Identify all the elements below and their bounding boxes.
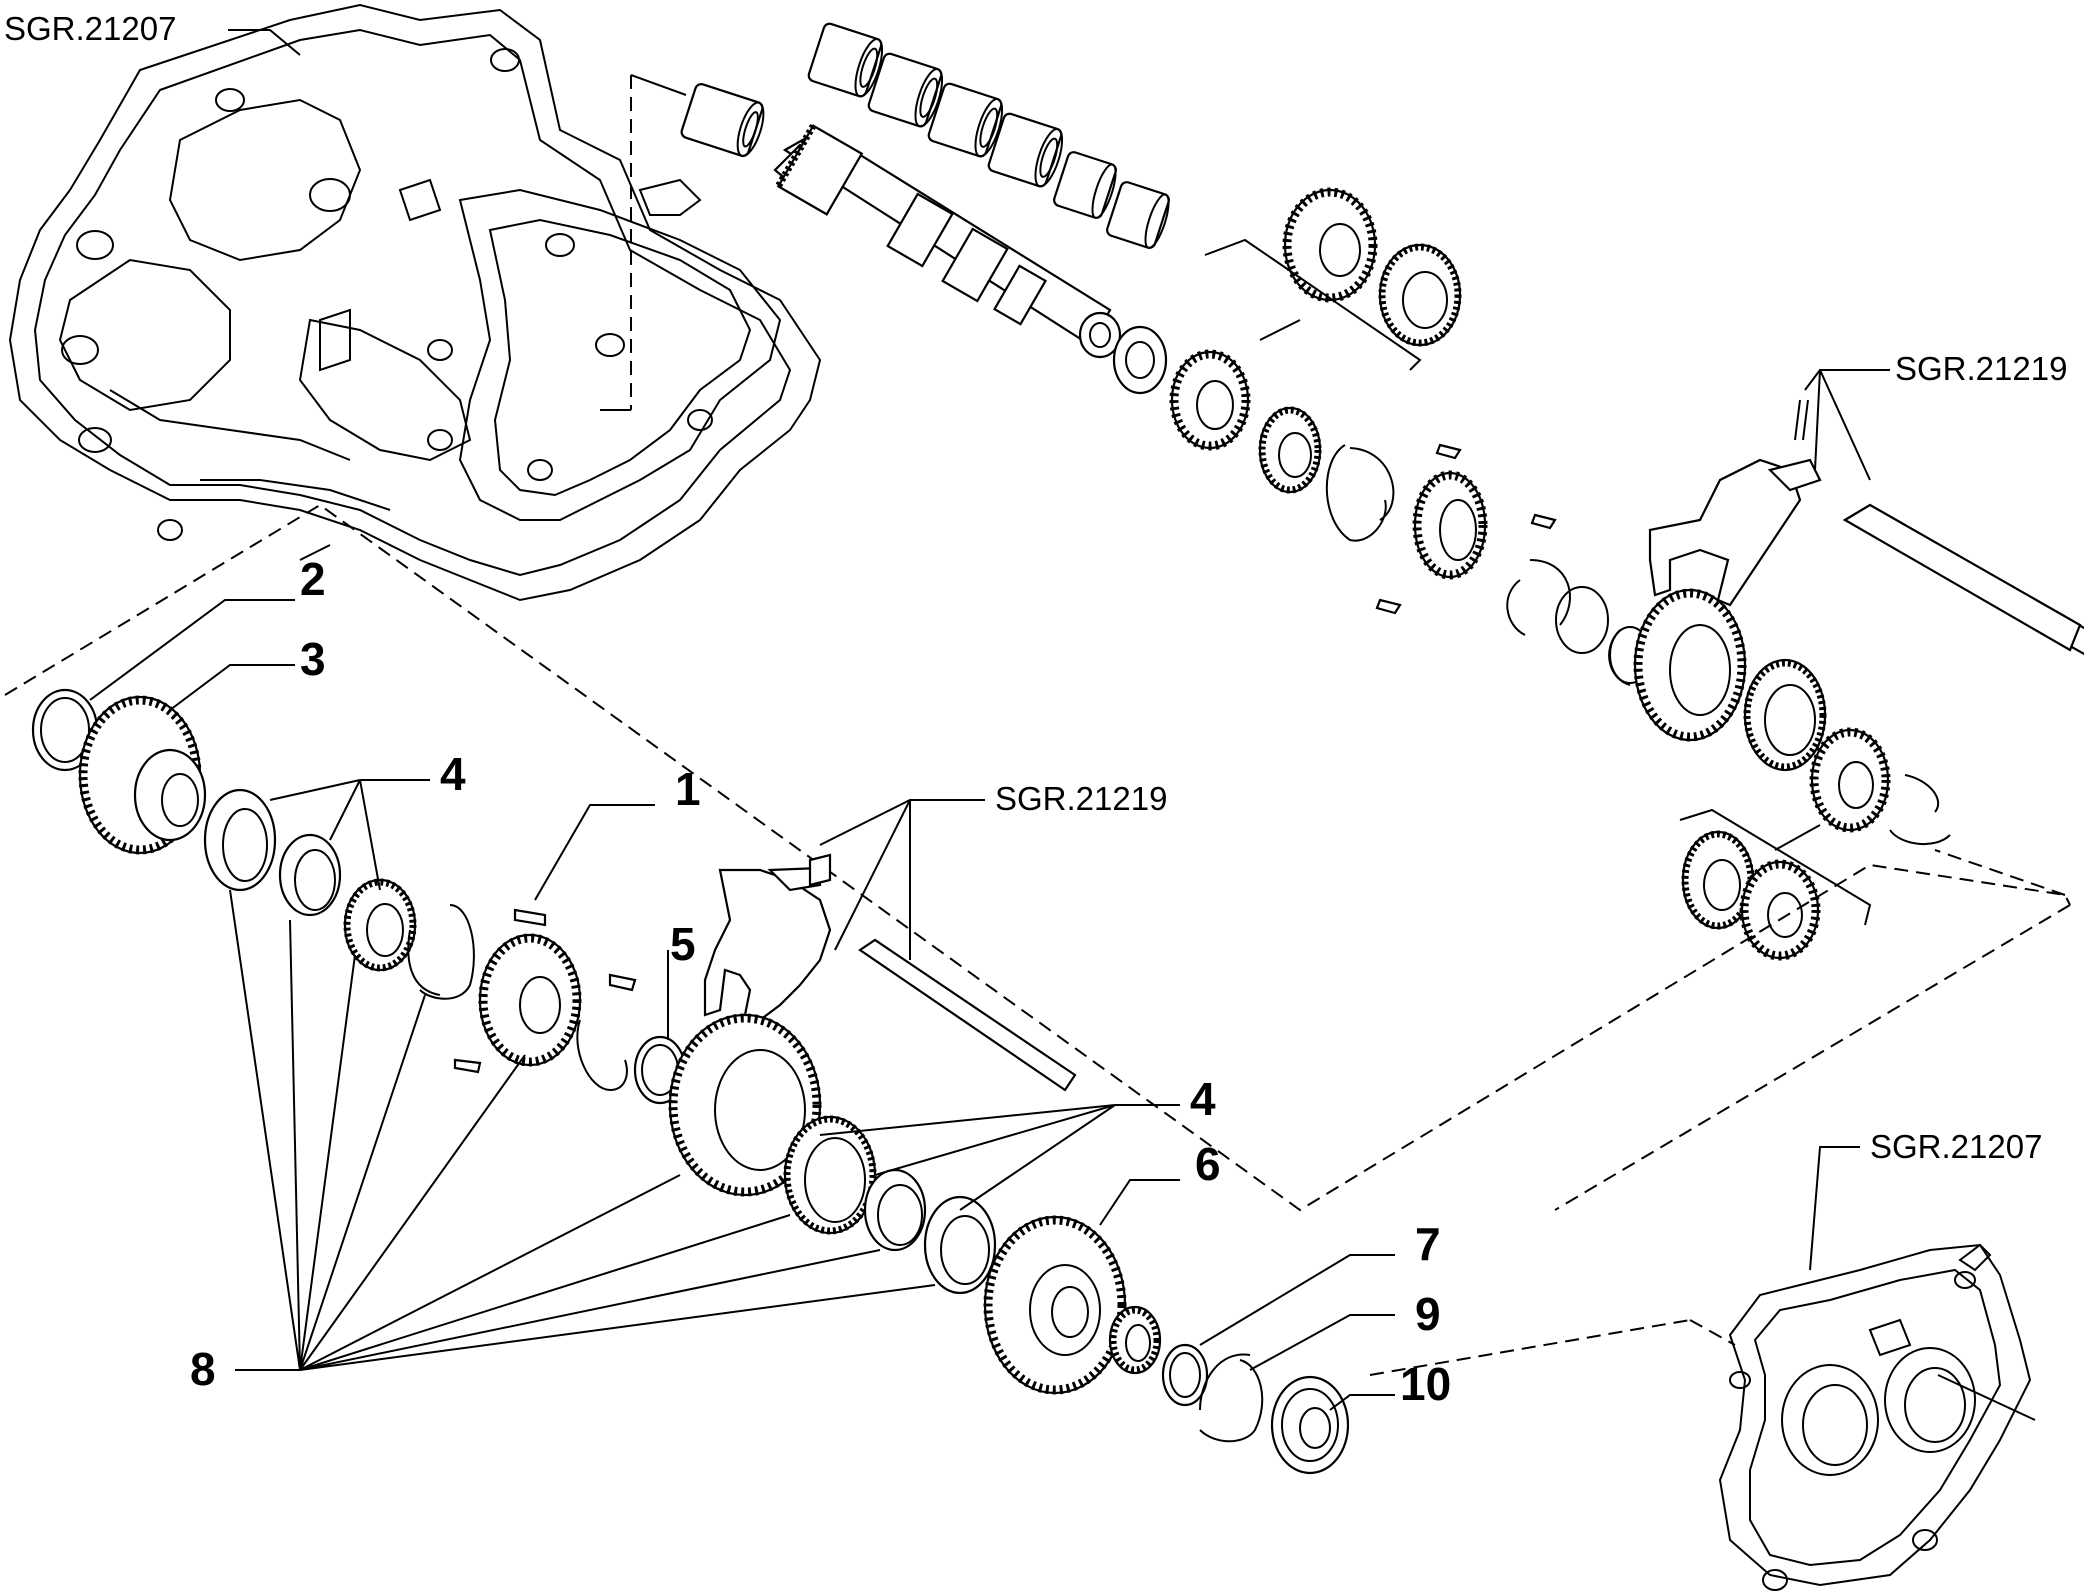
gearset-top-middle: [1112, 325, 1651, 686]
gear-pair-top: [1204, 187, 1462, 371]
main-shaft: [773, 123, 1122, 359]
key-part-1: [513, 908, 547, 927]
exploded-group-boundary: [4, 503, 2071, 1212]
leader-part-2: [89, 599, 295, 701]
part-number-2: 2: [300, 553, 326, 605]
synchro-ring-f: [923, 1195, 997, 1295]
ref-label-top-left: SGR.21207: [4, 10, 176, 47]
part-number-8: 8: [190, 1343, 216, 1395]
leader-part-3: [169, 664, 295, 711]
synchro-ring-b: [278, 833, 342, 917]
leader-sgr-21207-top: [228, 29, 301, 56]
synchro-ring-c: [343, 878, 417, 972]
leader-sgr-21219-top: [1804, 369, 1890, 481]
ref-label-middle: SGR.21219: [995, 780, 1167, 817]
part-number-10: 10: [1400, 1358, 1451, 1410]
bearing-part-10: [1270, 1375, 1350, 1475]
hub-gear-left: [478, 933, 582, 1067]
synchro-sleeve-large: [668, 1013, 822, 1197]
synchro-set-right: [1633, 588, 1951, 961]
part-number-7: 7: [1415, 1218, 1441, 1270]
circlip-left: [407, 904, 475, 1000]
circlip-part-9: [1199, 1353, 1264, 1443]
synchro-ring-e: [863, 1168, 927, 1252]
synchro-ring-d: [783, 1115, 877, 1235]
shift-fork-top-right: [1648, 399, 2084, 656]
leader-part-7: [1199, 1254, 1395, 1346]
bearing-stack-top: [680, 22, 1170, 249]
leader-part-6: [1099, 1179, 1180, 1226]
part-number-1: 1: [675, 763, 701, 815]
part-number-3: 3: [300, 633, 326, 685]
ref-label-bottom-right: SGR.21207: [1870, 1128, 2042, 1165]
needle-bearing: [1108, 1305, 1162, 1375]
leader-part-10: [1329, 1394, 1395, 1411]
ref-label-top-right: SGR.21219: [1895, 350, 2067, 387]
gearbox-housing-main: [8, 3, 822, 602]
synchro-ring-a: [203, 788, 277, 892]
gear-part-6: [983, 1215, 1127, 1395]
leader-sgr-21219-mid: [819, 799, 985, 960]
exploded-group-boundary-lower: [1369, 904, 2071, 1376]
part-number-4b: 4: [1190, 1073, 1216, 1125]
part-number-9: 9: [1415, 1288, 1441, 1340]
leader-lines-part-4a: [269, 779, 430, 891]
part-number-6: 6: [1195, 1138, 1221, 1190]
leader-lines-part-4b: [819, 1104, 1180, 1211]
leader-lines-part-8: [229, 889, 936, 1371]
leader-sgr-21207-bottom: [1809, 1146, 1860, 1271]
leader-part-1: [534, 804, 655, 901]
part-number-5: 5: [670, 918, 696, 970]
shift-fork-middle: [703, 853, 1077, 1092]
gear-part-3: [78, 695, 207, 855]
leader-part-9: [1249, 1314, 1395, 1371]
ring-part-7: [1161, 1343, 1209, 1407]
gearbox-housing-cover: [1718, 1243, 2032, 1591]
part-number-4a: 4: [440, 748, 466, 800]
